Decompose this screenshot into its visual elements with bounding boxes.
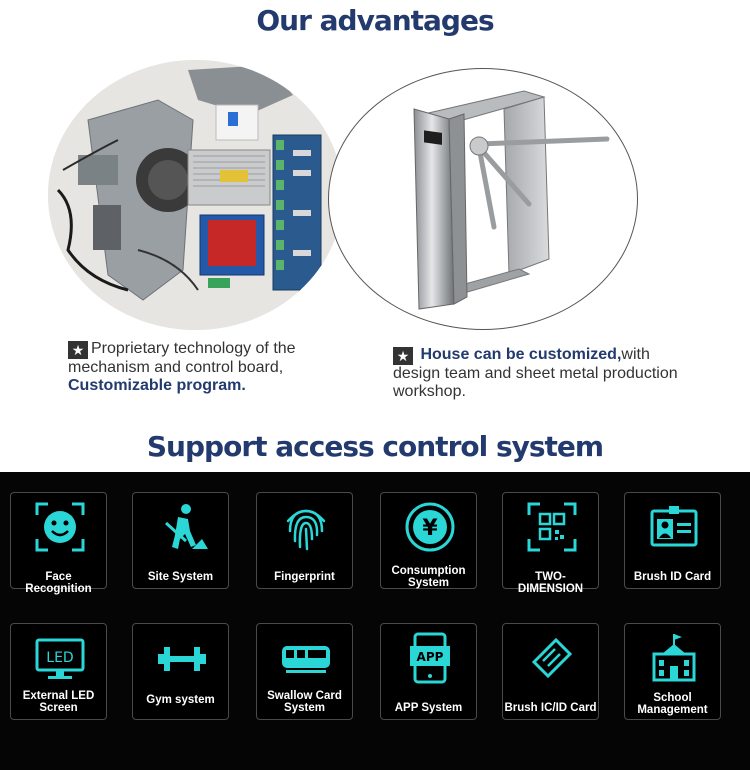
advantage-right-highlight: House can be customized, xyxy=(420,346,622,363)
turnstile-photo xyxy=(328,68,638,330)
system-card-site-system: Site System xyxy=(132,492,229,589)
system-label: Brush IC/ID Card xyxy=(504,702,597,714)
svg-text:APP: APP xyxy=(417,650,444,664)
advantage-right-text-a: with xyxy=(621,346,650,363)
system-label: External LED Screen xyxy=(22,690,95,714)
system-card-school: School Management xyxy=(624,623,721,720)
system-label: Consumption System xyxy=(391,565,466,589)
svg-text:¥: ¥ xyxy=(422,516,438,541)
advantages-heading: Our advantages xyxy=(256,4,494,37)
systems-panel: Face Recognition Site System Fingerprint… xyxy=(0,472,750,770)
school-icon xyxy=(652,634,696,682)
system-label: Brush ID Card xyxy=(633,571,712,583)
system-card-gym: Gym system xyxy=(132,623,229,720)
system-label: APP System xyxy=(394,702,463,714)
advantage-left-caption: ★Proprietary technology of the mechanism… xyxy=(68,340,358,395)
system-label: Gym system xyxy=(146,694,215,706)
system-card-consumption: ¥ Consumption System xyxy=(380,492,477,589)
star-icon: ★ xyxy=(393,347,413,365)
system-card-face-recognition: Face Recognition xyxy=(10,492,107,595)
advantage-right-caption: ★ House can be customized,with design te… xyxy=(393,346,723,401)
id-card-icon xyxy=(650,506,698,547)
advantage-right-text-b: design team and sheet metal production w… xyxy=(393,365,678,400)
system-label: School Management xyxy=(637,692,708,716)
yen-coin-icon: ¥ xyxy=(405,502,455,552)
face-icon xyxy=(35,502,85,552)
dumbbell-icon xyxy=(158,647,206,671)
system-card-swallow-card: Swallow Card System xyxy=(256,623,353,720)
system-card-fingerprint: Fingerprint xyxy=(256,492,353,589)
system-label: TWO-DIMENSION xyxy=(517,571,584,595)
card-reader-icon xyxy=(282,646,330,673)
mechanism-photo xyxy=(48,60,343,330)
worker-icon xyxy=(164,504,208,549)
app-phone-icon: APP xyxy=(410,632,450,684)
star-icon: ★ xyxy=(68,341,88,359)
qr-code-icon xyxy=(527,502,577,552)
system-label: Fingerprint xyxy=(274,571,335,583)
system-card-led-screen: LED External LED Screen xyxy=(10,623,107,720)
advantage-left-text: Proprietary technology of the mechanism … xyxy=(68,340,296,376)
system-label: Swallow Card System xyxy=(267,690,342,714)
svg-text:LED: LED xyxy=(46,650,73,666)
system-label: Face Recognition xyxy=(25,571,92,595)
system-card-app: APP APP System xyxy=(380,623,477,720)
fingerprint-icon xyxy=(286,509,326,551)
support-heading: Support access control system xyxy=(146,430,604,463)
led-screen-icon: LED xyxy=(35,638,85,679)
advantage-left-highlight: Customizable program. xyxy=(68,377,246,394)
system-card-brush-id: Brush ID Card xyxy=(624,492,721,589)
system-label: Site System xyxy=(147,571,214,583)
system-card-two-dimension: TWO-DIMENSION xyxy=(502,492,599,595)
system-card-brush-ic: Brush IC/ID Card xyxy=(502,623,599,720)
ticket-card-icon xyxy=(531,637,573,679)
